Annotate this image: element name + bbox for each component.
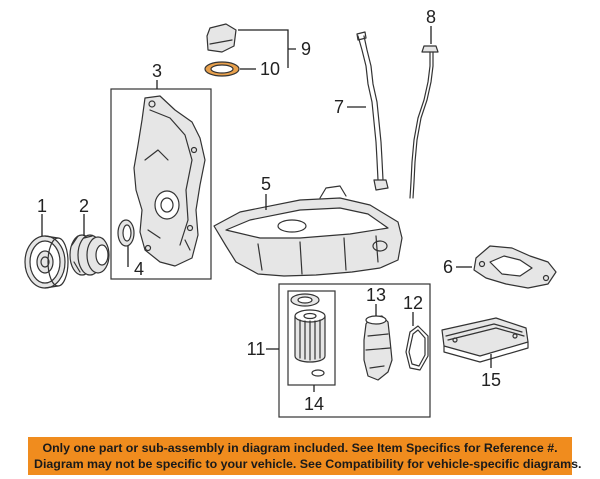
part-11-filter-group	[278, 283, 431, 418]
callout-12: 12	[403, 293, 423, 313]
part-4-front-seal	[117, 219, 135, 247]
callout-7: 7	[334, 97, 344, 117]
part-9-filler-cap	[206, 23, 237, 53]
part-15-oil-cooler	[441, 317, 529, 363]
callout-15: 15	[481, 370, 501, 390]
part-5-oil-pan	[213, 185, 403, 277]
callout-2: 2	[79, 196, 89, 216]
part-14-filter-element	[294, 309, 326, 377]
callout-3: 3	[152, 61, 162, 81]
disclaimer-line-2: Diagram may not be specific to your vehi…	[34, 457, 582, 471]
callout-5: 5	[261, 174, 271, 194]
callout-9: 9	[301, 39, 311, 59]
part-13-filter-housing	[363, 315, 393, 381]
callout-numbers: 1 2 3 4 5 6 7 8 9 10 11 12 13 14 15	[37, 7, 501, 414]
part-10-seal-ring	[204, 61, 240, 77]
callout-4: 4	[134, 259, 144, 279]
callout-10: 10	[260, 59, 280, 79]
callout-1: 1	[37, 196, 47, 216]
callout-6: 6	[443, 257, 453, 277]
part-7-dipstick-tube	[356, 31, 389, 191]
disclaimer-line-1: Only one part or sub-assembly in diagram…	[42, 441, 558, 455]
callout-11: 11	[247, 339, 266, 359]
callout-14: 14	[304, 394, 324, 414]
leader-9	[238, 29, 296, 68]
leader-lines	[41, 26, 492, 392]
part-6-gasket-plate	[473, 245, 557, 289]
part-3-timing-cover	[110, 88, 212, 280]
part-1-crankshaft-pulley	[24, 235, 69, 289]
callout-8: 8	[426, 7, 436, 27]
callout-13: 13	[366, 285, 386, 305]
part-8-dipstick	[409, 45, 439, 199]
disclaimer-banner: Only one part or sub-assembly in diagram…	[28, 437, 582, 475]
part-2-damper-hub	[69, 234, 110, 276]
part-12-housing-gasket	[405, 325, 429, 371]
